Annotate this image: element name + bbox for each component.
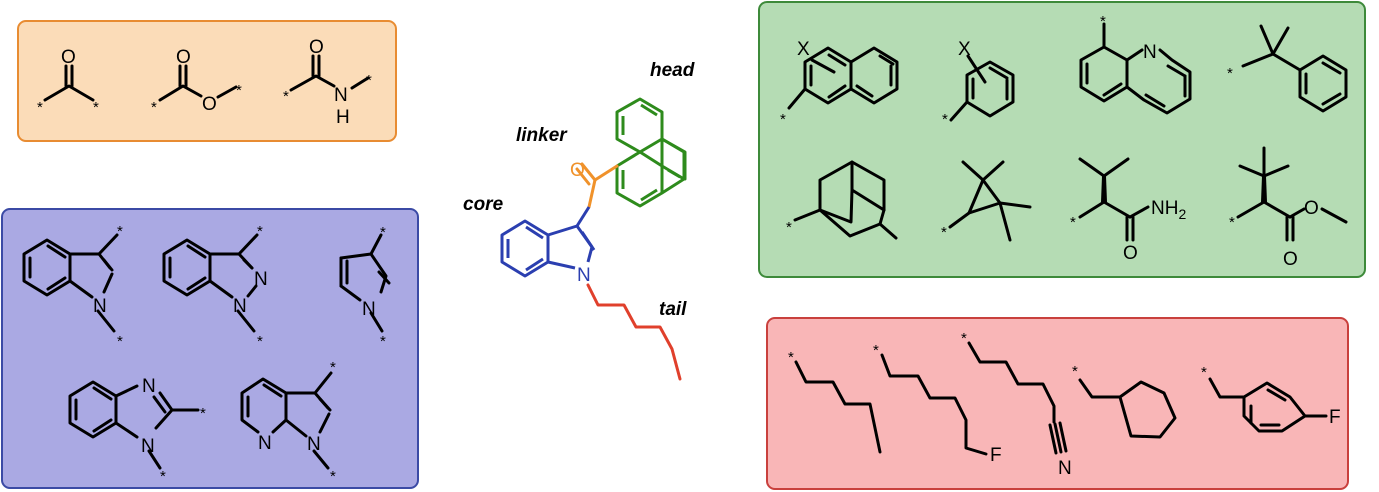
attachment-star: * (117, 223, 123, 240)
phenyl-head: X * (942, 39, 1015, 128)
atom-h: H (336, 107, 350, 128)
attachment-star: * (330, 468, 336, 485)
core-nitrogen: N (577, 265, 591, 286)
atom-x: X (958, 39, 971, 60)
atom-n: N (334, 85, 348, 106)
atom-n: N (254, 269, 268, 290)
core-indole (500, 206, 596, 278)
atom-o: O (176, 47, 191, 68)
central-molecule: O N (500, 97, 687, 381)
indole-core: N * * (22, 223, 123, 350)
atom-f: F (990, 445, 1002, 466)
linker-carbonyl (575, 162, 619, 209)
ester-linker: O O * * (151, 47, 242, 116)
atom-o: O (309, 37, 324, 58)
amide-linker: O N H * * (283, 37, 372, 128)
cumyl-head: * (1227, 24, 1348, 113)
atom-x: X (797, 39, 810, 60)
attachment-star: * (1229, 214, 1235, 231)
atom-n: N (93, 296, 107, 317)
tert-leucinate-head: O O * (1229, 146, 1348, 270)
core-group-box (1, 208, 419, 489)
linker-group-box (17, 20, 397, 142)
attachment-star: * (380, 333, 386, 350)
atom-n: N (307, 434, 321, 455)
attachment-star: * (366, 72, 372, 89)
atom-nh2: NH2 (1151, 198, 1186, 222)
atom-f: F (1329, 407, 1341, 428)
label-head: head (650, 60, 695, 81)
attachment-star: * (780, 111, 786, 128)
attachment-star: * (151, 99, 157, 116)
attachment-star: * (1201, 364, 1207, 381)
naphthyl-head: X * (780, 39, 899, 128)
indazole-core: N N * * (162, 223, 268, 350)
label-core: core (463, 194, 504, 215)
attachment-star: * (1227, 65, 1233, 82)
attachment-star: * (1100, 13, 1106, 30)
attachment-star: * (257, 333, 263, 350)
attachment-star: * (1070, 214, 1076, 231)
label-linker: linker (516, 125, 568, 146)
attachment-star: * (786, 219, 792, 236)
pyrrole-core: N * * (339, 224, 391, 350)
atom-n: N (258, 433, 272, 454)
atom-n: N (1058, 458, 1072, 479)
label-tail: tail (659, 299, 687, 320)
atom-o: O (1123, 243, 1138, 264)
cyclohexylmethyl-tail: * (1072, 363, 1177, 439)
benzimidazole-core: N N * * (68, 376, 206, 485)
attachment-star: * (160, 468, 166, 485)
fluoropentyl-tail: F * (873, 342, 1002, 466)
atom-n: N (1143, 42, 1157, 63)
attachment-star: * (873, 342, 879, 359)
ketone-linker: O * * (37, 47, 99, 116)
attachment-star: * (37, 99, 43, 116)
atom-o: O (202, 94, 217, 115)
atom-n: N (142, 376, 156, 397)
adamantyl-head: * (786, 160, 898, 240)
attachment-star: * (200, 405, 206, 422)
atom-o: O (61, 47, 76, 68)
attachment-star: * (961, 330, 967, 347)
attachment-star: * (942, 111, 948, 128)
azaindole-core: N N * * (240, 359, 336, 485)
attachment-star: * (117, 333, 123, 350)
atom-o: O (1283, 249, 1298, 270)
atom-n: N (141, 436, 155, 457)
attachment-star: * (788, 349, 794, 366)
attachment-star: * (283, 88, 289, 105)
tail-pentyl (586, 283, 682, 381)
attachment-star: * (330, 359, 336, 376)
attachment-star: * (941, 224, 947, 241)
tetramethylcyclopropyl-head: * (941, 160, 1032, 242)
linker-oxygen: O (570, 160, 585, 181)
fluorobenzyl-tail: F * (1201, 364, 1341, 433)
attachment-star: * (257, 223, 263, 240)
pentyl-tail: * (788, 349, 882, 454)
head-naphthalene (615, 97, 687, 208)
cyanobutyl-tail: N * (961, 330, 1072, 479)
tail-group-box (766, 317, 1349, 490)
attachment-star: * (93, 99, 99, 116)
attachment-star: * (380, 224, 386, 241)
head-group-box (758, 1, 1366, 278)
atom-n: N (362, 299, 376, 320)
attachment-star: * (1072, 363, 1078, 380)
attachment-star: * (236, 82, 242, 99)
atom-o: O (1304, 198, 1319, 219)
quinoline-head: N * (1079, 13, 1192, 115)
atom-n: N (233, 296, 247, 317)
valinamide-head: NH2 O * (1070, 157, 1186, 264)
